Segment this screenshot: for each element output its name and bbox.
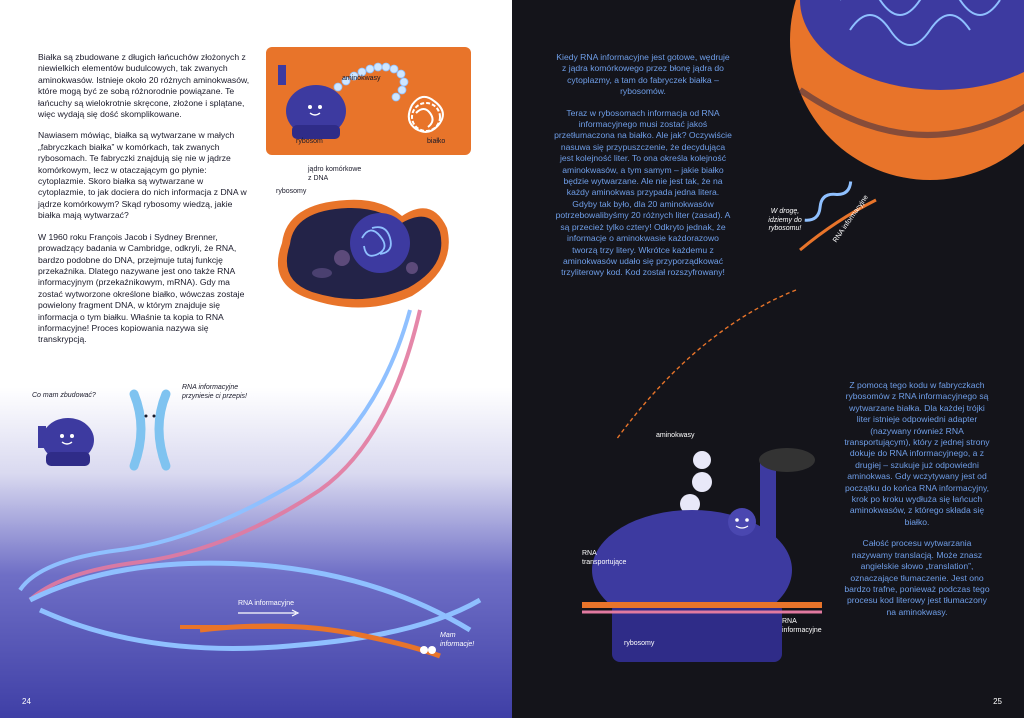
left-paragraph-3: W 1960 roku François Jacob i Sydney Bren…	[38, 231, 245, 345]
right-paragraph-1: Kiedy RNA informacyjne jest gotowe, wędr…	[556, 52, 730, 97]
speech-w-droge: W drogę, idziemy do rybosomu!	[768, 208, 802, 232]
protein-panel-illustration	[266, 47, 471, 155]
right-paragraph-3: Z pomocą tego kodu w fabryczkach rybosom…	[844, 380, 990, 527]
label-bialko: białko	[427, 138, 446, 145]
label-jadro: jądro komórkowe z DNA	[308, 166, 362, 182]
label-rna-transport: RNA transportujące	[582, 550, 627, 566]
page-number-right: 25	[993, 697, 1002, 706]
speech-co-mam: Co mam zbudować?	[32, 392, 96, 399]
label-rna-inf-right: RNA informacyjne	[782, 618, 822, 634]
label-rybosomy: rybosomy	[276, 188, 307, 195]
label-rybosom: rybosom	[296, 138, 323, 145]
dna-helix-illustration	[18, 309, 482, 659]
right-page: Kiedy RNA informacyjne jest gotowe, wędr…	[512, 0, 1024, 718]
left-page: Białka są zbudowane z długich łańcuchów …	[0, 0, 512, 718]
speech-mam-informacje: Mam informacje!	[440, 632, 475, 648]
nucleus-illustration	[790, 0, 1024, 180]
speech-rna-przyniesie: RNA informacyjne przyniesie ci przepis!	[182, 384, 247, 400]
left-paragraph-2: Nawiasem mówiąc, białka są wytwarzane w …	[38, 130, 247, 221]
mrna-travel-illustration	[615, 181, 877, 441]
chromosome-character	[129, 389, 171, 471]
right-paragraph-2: Teraz w rybosomach informacja od RNA inf…	[554, 107, 732, 278]
left-text-column: Białka są zbudowane z długich łańcuchów …	[38, 52, 253, 356]
right-paragraph-4: Całość procesu wytwarzania nazywamy tran…	[844, 538, 990, 617]
left-paragraph-1: Białka są zbudowane z długich łańcuchów …	[38, 52, 250, 120]
right-text-bottom: Z pomocą tego kodu w fabryczkach rybosom…	[842, 380, 992, 628]
right-text-top: Kiedy RNA informacyjne jest gotowe, wędr…	[554, 52, 732, 289]
page-number-left: 24	[22, 697, 31, 706]
label-aminokwasy: aminokwasy	[342, 75, 381, 82]
ribosome-character	[38, 418, 94, 466]
ribosome-factory-illustration	[582, 448, 822, 662]
cell-illustration	[277, 199, 449, 308]
label-rna-informacyjne-left: RNA informacyjne	[238, 600, 295, 607]
label-rybosomy-right: rybosomy	[624, 640, 655, 647]
label-aminokwasy-right: aminokwasy	[656, 432, 695, 439]
